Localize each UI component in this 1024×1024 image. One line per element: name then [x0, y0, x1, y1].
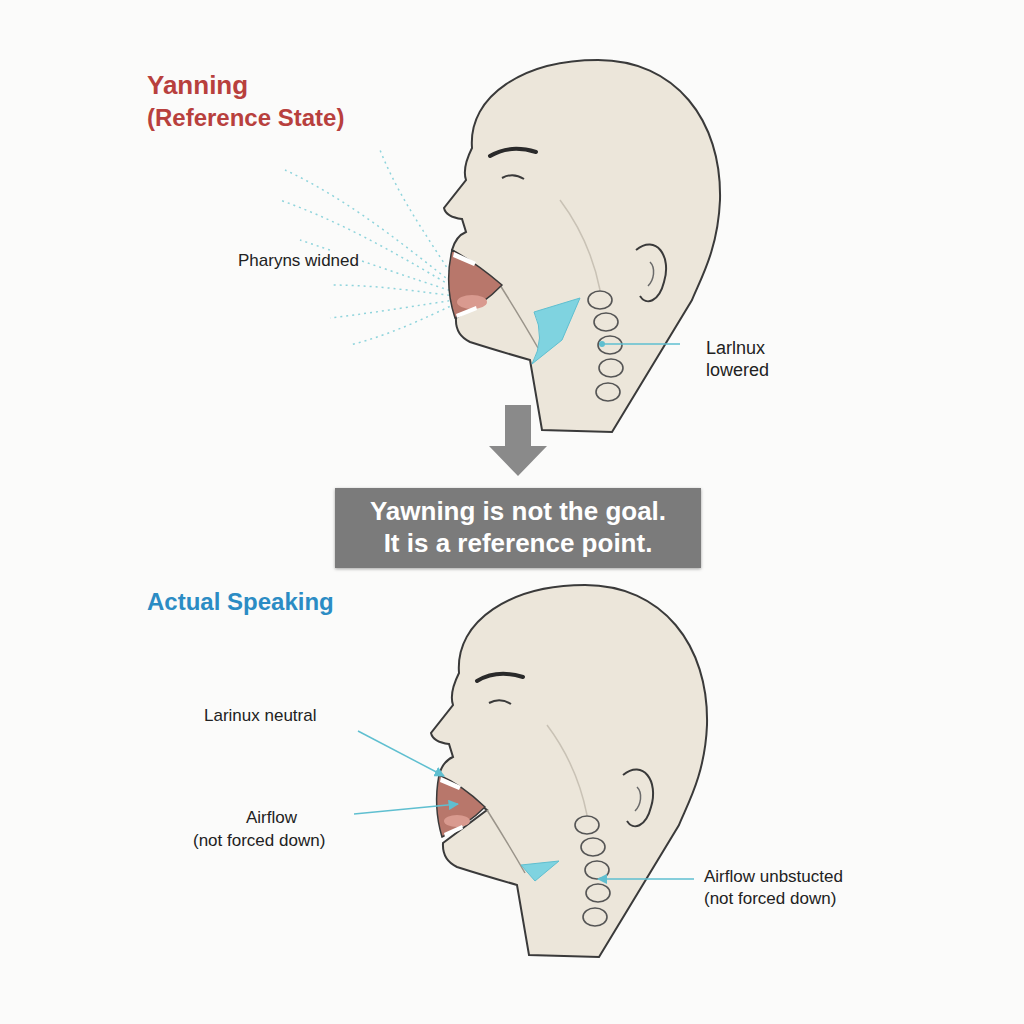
teeth	[456, 306, 477, 318]
part-label-note: (not forced down)	[191, 831, 327, 851]
head-speaking	[431, 585, 707, 957]
airflow-line	[330, 300, 455, 318]
airflow-line	[350, 304, 455, 345]
section-subheading: (Reference State)	[145, 104, 346, 133]
mouth-speaking	[437, 775, 559, 881]
airflow-line	[280, 200, 455, 288]
section-heading: Yanning	[145, 70, 250, 101]
teeth	[440, 777, 461, 790]
pharynx	[521, 861, 559, 881]
teeth	[453, 252, 476, 266]
airflow-line	[380, 150, 456, 282]
tongue	[444, 815, 470, 827]
part-label: Larlnux lowered	[704, 338, 800, 381]
leader-line	[358, 731, 444, 776]
tongue	[457, 295, 487, 309]
leader-line	[354, 804, 458, 814]
mouth-open	[449, 250, 502, 318]
teeth	[444, 825, 463, 837]
mouth	[449, 250, 502, 318]
part-label: Pharyns widned	[236, 251, 361, 271]
head-yawning	[444, 60, 720, 432]
note-box: Yawning is not the goal. It is a referen…	[335, 488, 701, 568]
part-label: Airflow	[244, 808, 299, 828]
airflow-line	[330, 285, 455, 296]
part-label: Airflow unbstucted	[702, 867, 845, 887]
part-label-note: (not forced down)	[702, 889, 838, 909]
part-label: Larinux neutral	[202, 706, 318, 726]
leader-line	[598, 878, 694, 880]
down-arrow	[489, 405, 547, 476]
leader-dot	[599, 341, 605, 347]
note-text: Yawning is not the goal. It is a referen…	[363, 496, 673, 559]
airflow-lines	[280, 150, 456, 345]
leader-line	[604, 343, 680, 345]
pharynx	[532, 298, 580, 364]
section-heading: Actual Speaking	[145, 588, 336, 617]
